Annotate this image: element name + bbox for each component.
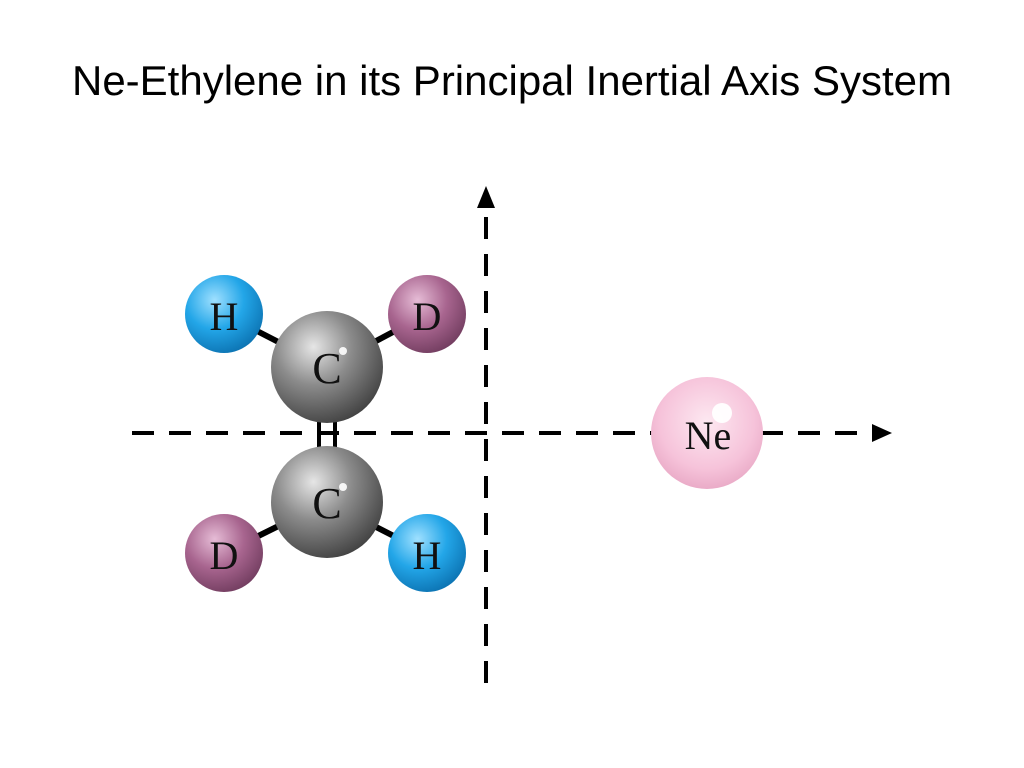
atom-hydrogen-lower-right: H [388, 514, 466, 592]
atom-deuterium-upper-right: D [388, 275, 466, 353]
slide-title: Ne-Ethylene in its Principal Inertial Ax… [71, 57, 952, 104]
atom-label: H [413, 533, 442, 578]
atom-label: Ne [685, 413, 732, 458]
atom-label: D [413, 294, 442, 339]
atom-label: D [210, 533, 239, 578]
atom-label: H [210, 294, 239, 339]
atom-label: C [312, 479, 341, 528]
atom-carbon-bottom: C [271, 446, 383, 558]
atom-hydrogen-upper-left: H [185, 275, 263, 353]
atom-neon: Ne [651, 377, 763, 489]
atom-label: C [312, 344, 341, 393]
horizontal-axis-arrow-icon [872, 424, 892, 442]
atom-carbon-top: C [271, 311, 383, 423]
atom-deuterium-lower-left: D [185, 514, 263, 592]
vertical-axis-arrow-icon [477, 186, 495, 208]
